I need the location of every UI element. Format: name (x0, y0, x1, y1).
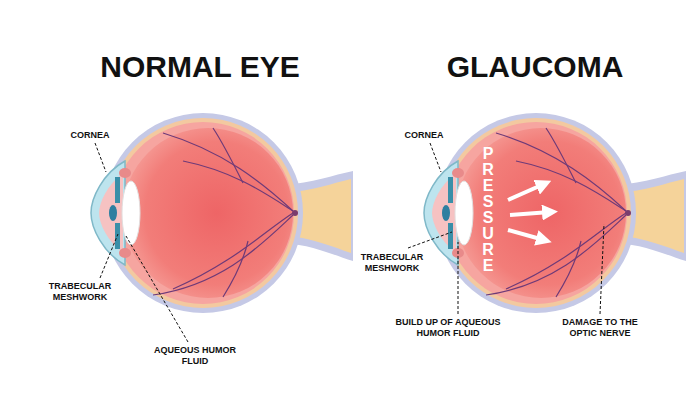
normal-eye (91, 113, 353, 313)
part-label: CORNEA (70, 130, 109, 141)
part-label: TRABECULAR MESHWORK (44, 281, 116, 304)
part-label: CORNEA (404, 130, 443, 141)
leader-lines (95, 143, 604, 342)
part-label: BUILD UP OF AQUEOUS HUMOR FLUID (393, 317, 503, 340)
pressure-arrows (508, 184, 550, 240)
heading: NORMAL EYE (100, 50, 299, 83)
part-label: AQUEOUS HUMOR FLUID (149, 345, 241, 368)
pressure-text: PRESSURE (480, 146, 496, 274)
glaucoma-eye (424, 113, 686, 313)
part-label: DAMAGE TO THE OPTIC NERVE (550, 317, 650, 340)
heading: GLAUCOMA (447, 50, 624, 83)
part-label: TRABECULAR MESHWORK (356, 252, 428, 275)
